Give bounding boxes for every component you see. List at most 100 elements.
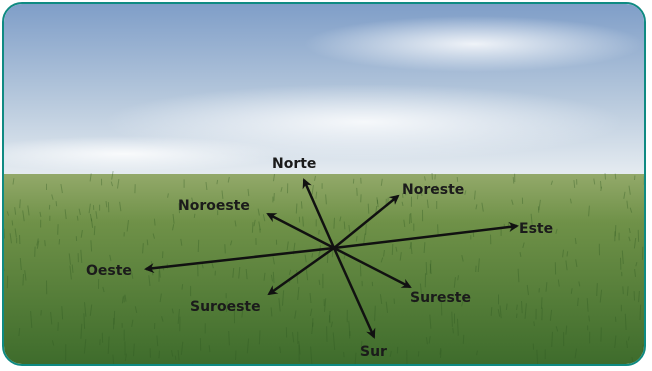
grass-blade [309,292,312,304]
grass-blade [272,256,275,265]
grass-blade [309,308,313,317]
grass-blade [380,178,383,186]
grass-blade [635,261,638,267]
grass-blade [521,300,523,314]
grass-blade [348,224,351,232]
grass-blade [614,335,617,349]
grass-blade [177,308,180,324]
grass-blade [365,224,367,235]
grass-blade [425,261,428,275]
grass-blade [80,249,83,264]
grass-blade [519,252,522,257]
grass-blade [379,294,383,304]
label-southeast: Sureste [410,290,471,306]
grass-blade [437,224,439,235]
grass-blade [247,188,250,197]
grass-blade [304,254,307,263]
grass-blade [474,190,476,200]
grass-blade [78,208,81,216]
grass-blade [158,267,161,278]
grass-blade [628,185,631,195]
grass-blade [631,356,634,364]
grass-blade [621,250,624,265]
grass-blade [161,316,164,322]
grass-blade [588,205,590,217]
grass-blade [44,240,46,247]
grass-blade [130,271,134,279]
grass-blade [524,303,527,319]
grass-blade [401,201,404,207]
grass-blade [251,222,254,233]
grass-blade [343,351,345,358]
grass-blade [604,173,606,180]
grass-blade [227,176,230,183]
grass-blade [545,282,548,292]
grass-blade [596,283,598,297]
grass-blade [39,211,42,217]
grass-blade [235,350,237,361]
grass-blade [286,241,289,251]
grass-blade [11,220,14,226]
grass-blade [530,213,533,226]
arrow-east [333,221,519,250]
grass-blade [516,313,518,319]
grass-blade [538,199,541,211]
grass-blade [24,270,27,281]
grass-blade [599,289,603,303]
picture-frame: Norte Noreste Este Sureste Sur Suroeste … [2,2,646,366]
grass-blade [562,249,564,258]
grass-blade [270,274,273,282]
label-south: Sur [360,344,387,360]
grass-blade [363,233,366,244]
grass-blade [389,350,392,357]
grass-blade [533,321,535,327]
grass-blade [311,322,314,335]
grass-blade [426,186,428,194]
grass-blade [461,301,464,307]
grass-blade [410,212,412,224]
grass-blade [131,319,134,327]
grass-blade [360,340,363,356]
grass-blade [383,249,385,257]
label-northeast: Noreste [402,182,464,198]
grass-blade [575,259,578,267]
grass-blade [12,178,15,185]
grass-blade [232,267,235,278]
grass-blade [167,193,169,198]
grass-blade [629,207,633,213]
grass-blade [516,304,518,310]
grass-blade [343,221,346,230]
grass-blade [429,260,432,274]
grass-blade [180,238,183,246]
grass-blade [526,284,529,296]
arrow-southwest [267,246,335,296]
grass-blade [634,269,636,277]
grass-blade [628,236,631,242]
grass-blade [152,233,155,239]
grass-blade [230,240,233,246]
grass-blade [614,225,617,237]
grass-blade [517,268,520,283]
grass-blade [89,213,93,222]
grass-blade [464,190,467,195]
grass-blade [440,300,443,316]
grass-blade [258,330,261,345]
grass-blade [555,228,558,234]
grass-blade [348,320,351,337]
grass-blade [280,186,283,192]
grass-blade [19,257,22,271]
grass-blade [296,269,299,284]
grass-blade [228,330,230,346]
grass-blade [191,197,194,203]
grass-blade [112,354,115,364]
grass-blade [224,244,226,254]
grass-blade [614,316,617,322]
label-northwest: Noroeste [178,198,250,214]
grass-blade [90,218,94,228]
grass-blade [614,173,617,180]
grass-blade [22,210,25,222]
grass-blade [329,315,331,324]
grass-blade [300,201,303,209]
label-west: Oeste [86,263,132,279]
grass-blade [208,345,211,353]
